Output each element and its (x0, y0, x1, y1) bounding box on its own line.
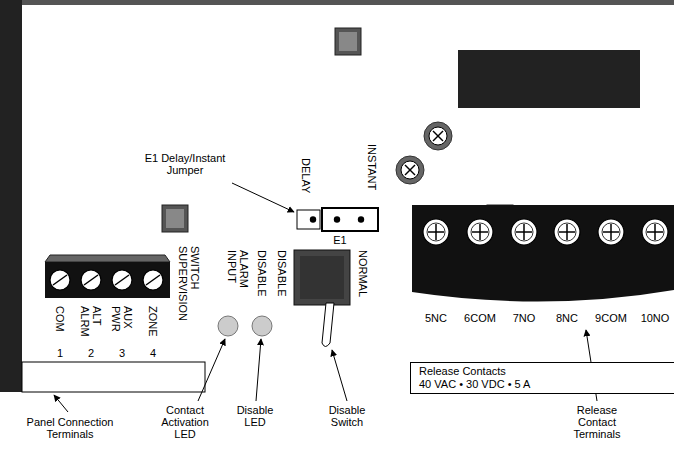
release-terminal-block (412, 205, 674, 302)
rating-text: 40 VAC • 30 VDC • 5 A (419, 378, 667, 391)
jumper-position: DELAY (300, 158, 312, 193)
switch-body (294, 250, 350, 305)
board-edge (0, 0, 674, 5)
terminal-name: ZONE (147, 306, 159, 337)
jumper-cap (322, 208, 378, 231)
standoff (162, 205, 188, 232)
led (218, 316, 238, 336)
jumper-name: E1 (333, 234, 346, 246)
box-heading: Release Contacts (419, 365, 667, 378)
jumper-pin (297, 210, 320, 229)
terminal-name: ALT ALRM (79, 306, 103, 340)
callout-text: Disable LED (230, 404, 280, 428)
rating-box: Release Contacts40 VAC • 30 VDC • 5 A (410, 362, 674, 394)
switch-lever (322, 303, 334, 347)
standoff (335, 28, 361, 55)
callout-text: Panel Connection Terminals (25, 416, 115, 440)
terminal-name: SWITCH SUPERVISION (177, 246, 201, 320)
contact-name: 5NC (425, 312, 447, 324)
callout-text: Disable Switch (322, 404, 372, 428)
contact-name: 10NO (641, 312, 670, 324)
terminal-number: 4 (150, 347, 156, 359)
terminal-number: 1 (57, 347, 63, 359)
terminal-number: 2 (88, 347, 94, 359)
terminal-name: AUX PWR (110, 306, 134, 340)
panel-terminal-box (22, 362, 205, 392)
contact-name: 8NC (556, 312, 578, 324)
terminal-name: COM (54, 306, 66, 332)
terminal-block (45, 262, 170, 298)
led-name: DISABLE (256, 250, 268, 296)
callout-text: E1 Delay/Instant Jumper (135, 152, 235, 176)
switch-position: NORMAL (357, 250, 369, 297)
relay (458, 50, 640, 108)
screw (396, 156, 424, 184)
screw (424, 122, 452, 150)
callout-text: Contact Activation LED (154, 404, 216, 440)
terminal-block (45, 255, 170, 262)
terminal-number: 3 (119, 347, 125, 359)
contact-name: 7NO (513, 312, 536, 324)
contact-name: 9COM (595, 312, 627, 324)
led-name: ALARM INPUT (226, 250, 250, 290)
contact-name: 6COM (464, 312, 496, 324)
led (252, 316, 272, 336)
switch-position: DISABLE (276, 250, 288, 296)
jumper-position: INSTANT (366, 144, 378, 190)
callout-text: Release Contact Terminals (566, 404, 628, 440)
board-edge (0, 0, 22, 392)
